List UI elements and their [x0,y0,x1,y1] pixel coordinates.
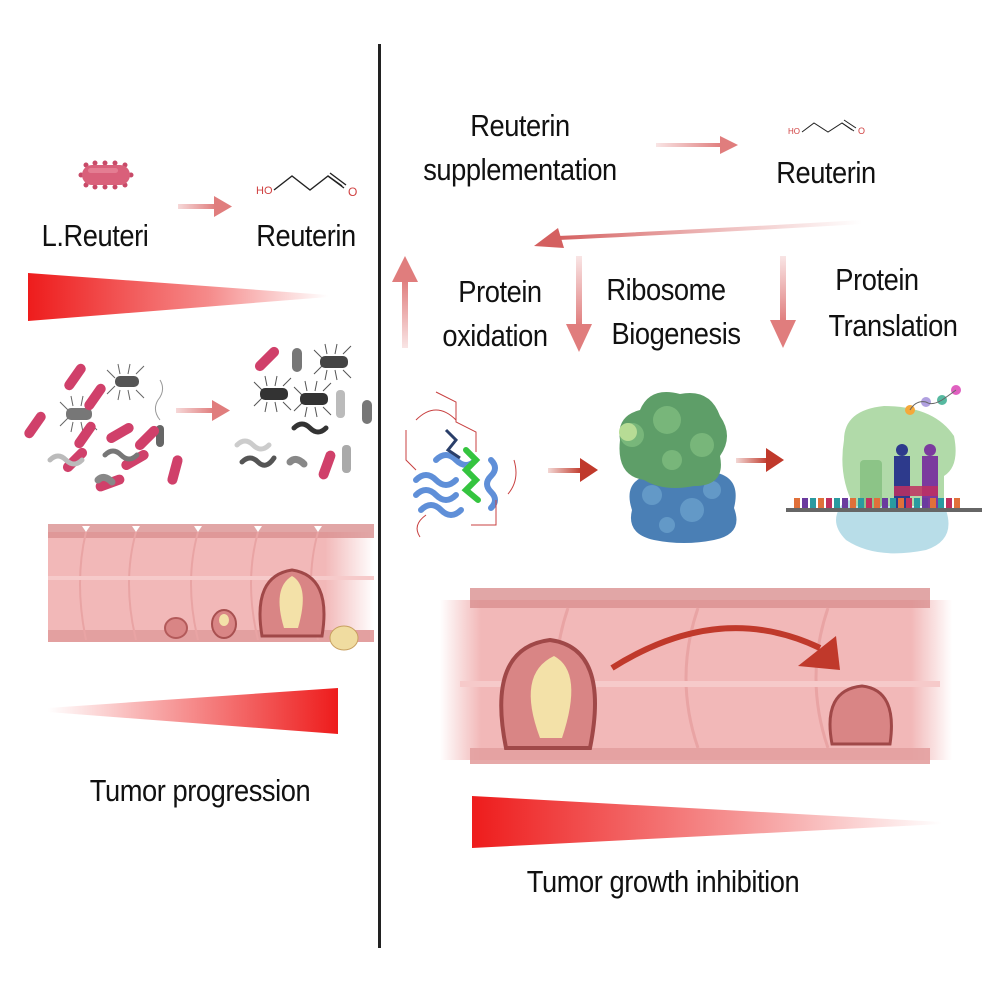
down-arrow-icon [566,256,592,352]
arrow-icon [736,448,784,472]
colon-with-tumors-icon [48,524,374,651]
effect-protein-translation-line1: Protein [835,262,919,297]
panel-divider [378,44,381,948]
tumor-growth-inhibition-label: Tumor growth inhibition [526,864,800,899]
svg-text:HO: HO [788,127,800,136]
svg-text:O: O [858,126,865,136]
effect-protein-oxidation-line2: oxidation [442,318,548,353]
gradient-wedge-icon [48,688,338,734]
effect-ribosome-biogenesis-line1: Ribosome [606,272,726,307]
down-arrow-icon [770,256,796,348]
bacteria-community-icon [24,363,183,492]
effect-ribosome-biogenesis-line2: Biogenesis [611,316,741,351]
translation-complex-icon [786,385,982,554]
curved-arrow-icon [534,220,863,248]
rod-bacterium-icon [78,160,134,190]
arrow-icon [176,400,230,421]
reuterin-molecule-icon: HO O [256,172,357,199]
effect-protein-oxidation-line1: Protein [458,274,542,309]
bacteria-community-after-icon [234,343,372,480]
arrow-icon [548,458,598,482]
up-arrow-icon [392,256,418,348]
reuterin-label-right: Reuterin [776,155,876,190]
gradient-wedge-icon [472,796,942,848]
arrow-icon [656,136,738,154]
reuterin-supplementation-line2: supplementation [423,152,617,187]
tumor-progression-label: Tumor progression [89,773,311,808]
reuterin-molecule-icon: HO O [788,119,865,136]
effect-protein-translation-line2: Translation [828,308,958,343]
reuterin-label-left: Reuterin [256,218,356,253]
arrow-icon [178,196,232,217]
colon-with-shrinking-tumor-icon [440,588,952,764]
svg-text:O: O [348,185,357,199]
reuterin-supplementation-line1: Reuterin [470,108,570,143]
l-reuteri-label: L.Reuteri [41,218,149,253]
oxidized-protein-icon [405,391,517,538]
svg-text:HO: HO [256,185,273,197]
ribosome-icon [619,392,737,543]
gradient-wedge-icon [28,273,328,321]
